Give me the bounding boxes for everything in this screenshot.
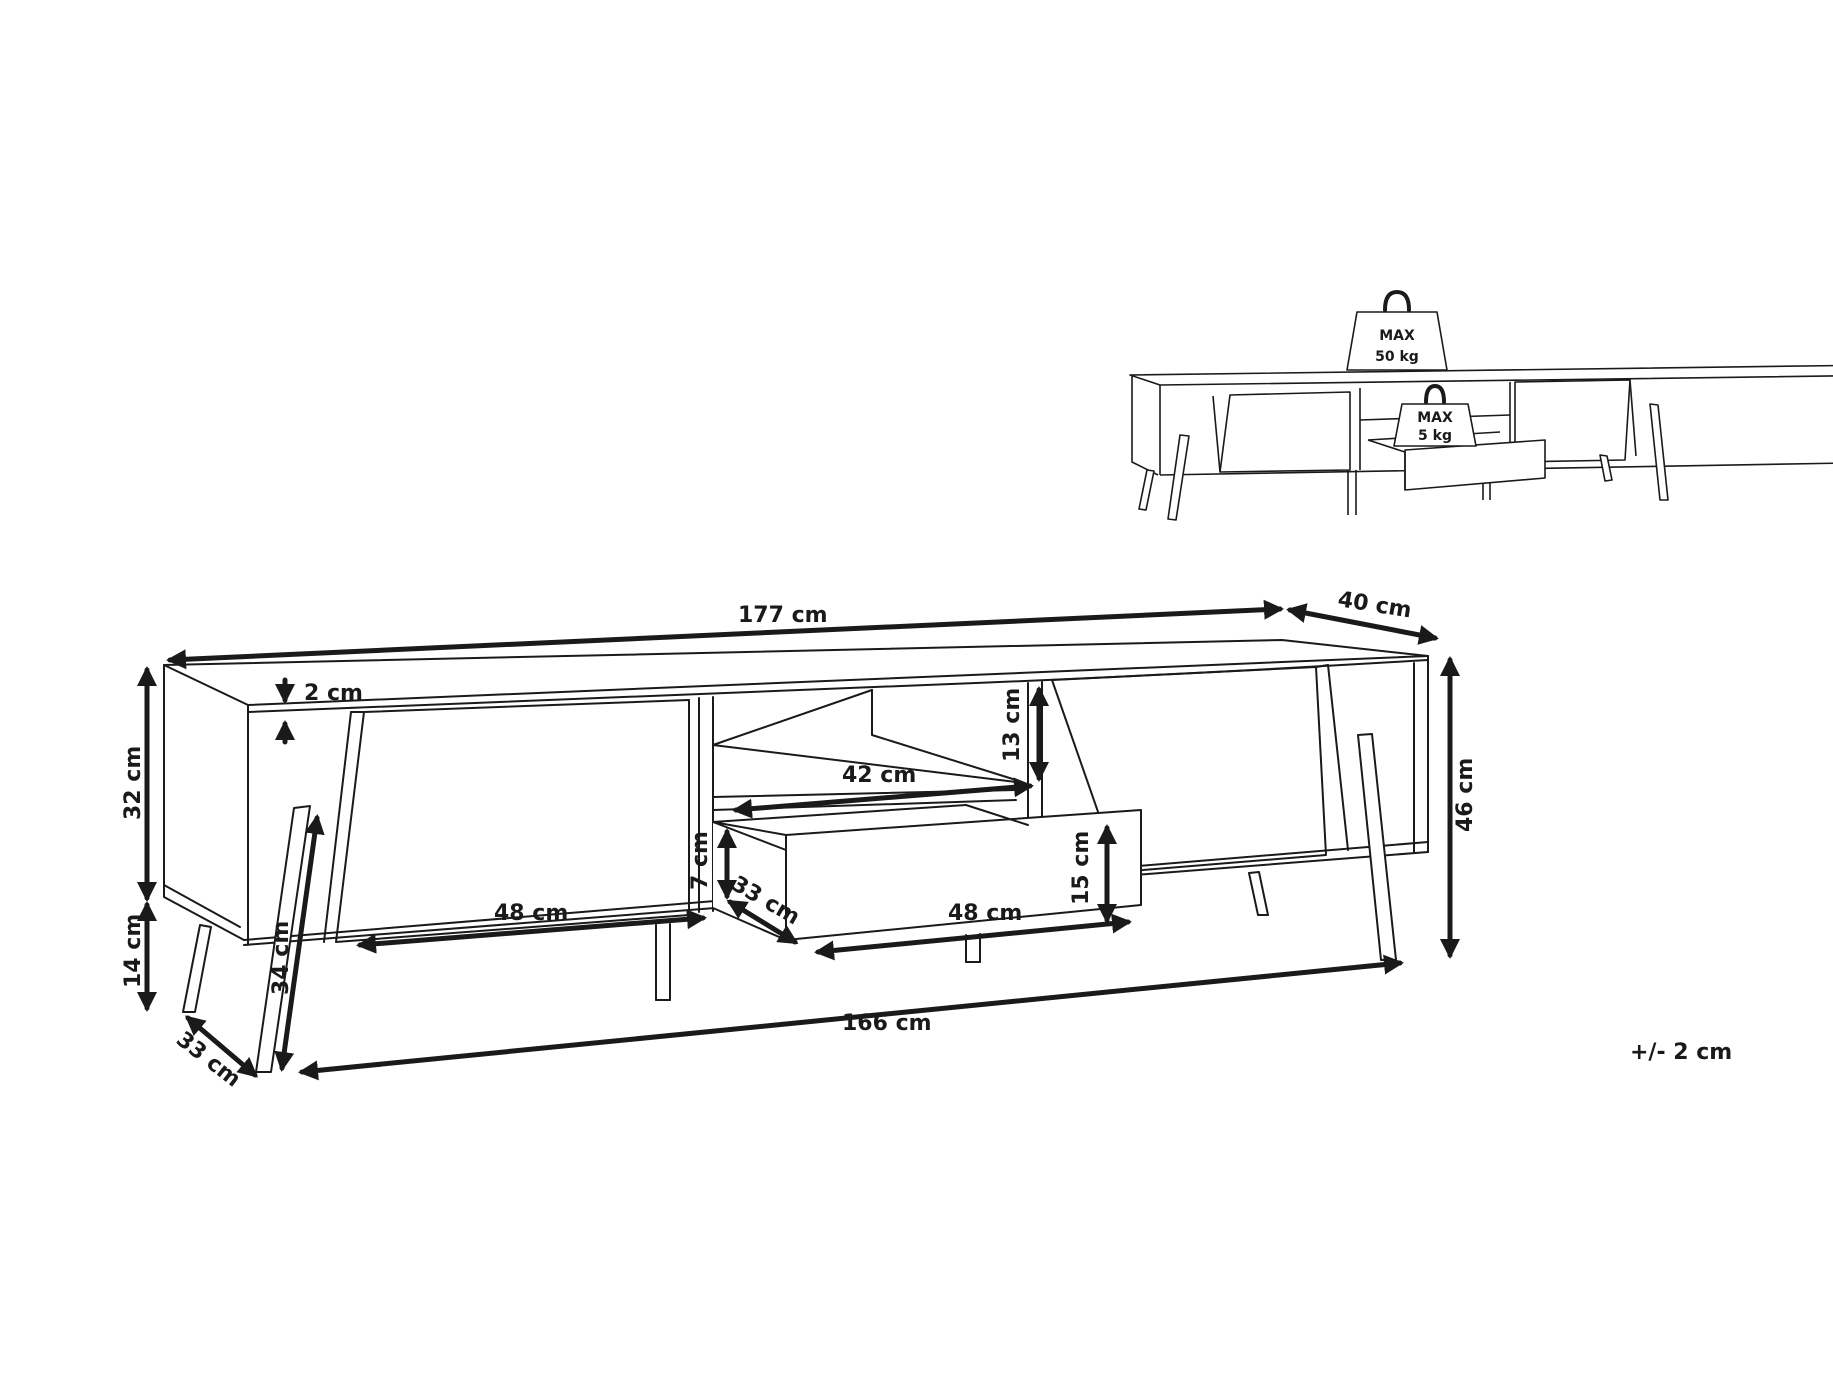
label-leg-length: 34 cm: [269, 921, 294, 995]
preview-furniture: [1129, 364, 1833, 521]
label-drawer-front-height: 15 cm: [1069, 831, 1094, 905]
drawer-max-value: 5 kg: [1418, 428, 1452, 444]
label-total-height: 46 cm: [1453, 758, 1478, 832]
dimension-lines: [137, 599, 1460, 1081]
label-shelf-width: 42 cm: [842, 763, 916, 788]
label-depth: 40 cm: [1336, 587, 1413, 623]
label-body-height: 32 cm: [121, 746, 146, 820]
label-shelf-height: 13 cm: [1000, 688, 1025, 762]
label-total-width: 177 cm: [738, 603, 828, 628]
top-max-label: MAX: [1379, 328, 1415, 344]
top-max-value: 50 kg: [1375, 349, 1419, 365]
weight-icon-drawer: MAX 5 kg: [1393, 384, 1477, 447]
label-drawer-inner-height: 7 cm: [688, 831, 713, 890]
label-base-width: 166 cm: [842, 1011, 932, 1036]
label-drawer-width: 48 cm: [948, 901, 1022, 926]
weight-icon-top: MAX 50 kg: [1346, 290, 1448, 371]
label-leg-height: 14 cm: [121, 914, 146, 988]
tolerance-note: +/- 2 cm: [1630, 1040, 1733, 1065]
drawer-max-label: MAX: [1417, 410, 1453, 426]
label-top-thickness: 2 cm: [304, 681, 363, 706]
label-door-width: 48 cm: [494, 901, 568, 926]
